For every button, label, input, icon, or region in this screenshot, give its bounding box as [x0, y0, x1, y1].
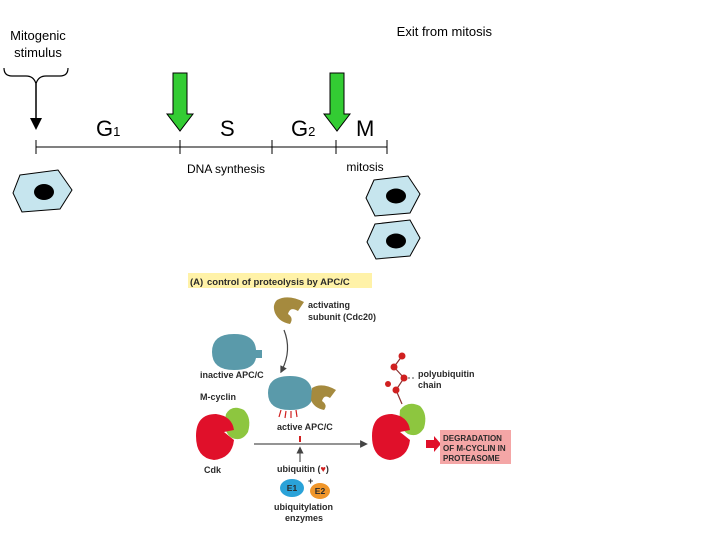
polyubiquitin-label-line1: polyubiquitin: [418, 369, 475, 379]
degradation-line1: DEGRADATION: [443, 434, 502, 443]
stimulus-label-line2: stimulus: [14, 45, 62, 60]
exit-mitosis-label: Exit from mitosis: [397, 24, 493, 39]
cdk-label: Cdk: [204, 465, 222, 475]
panel-title-highlight: [188, 273, 372, 288]
panel-title: control of proteolysis by APC/C: [207, 277, 350, 288]
mcyclin-left: [224, 407, 250, 440]
phase-g1: G1: [96, 116, 120, 141]
activation-arrow: [280, 329, 289, 374]
panel-label: (A): [190, 277, 203, 288]
ubiquitylation-label-line1: ubiquitylation: [274, 502, 333, 512]
timeline-axis: [35, 140, 388, 154]
e1-enzyme: [280, 479, 304, 497]
ubiquitylation-label-line2: enzymes: [285, 513, 323, 523]
e2-label: E2: [315, 486, 326, 496]
daughter-cell-top: [365, 175, 421, 217]
daughter-cell-bottom: [366, 219, 421, 260]
e1-label: E1: [287, 483, 298, 493]
e2-enzyme: [310, 483, 330, 499]
phase-s: S: [220, 116, 235, 141]
phase-m: M: [356, 116, 374, 141]
polyubiquitin-chain: [385, 352, 408, 405]
s-phase-green-arrow: [165, 72, 195, 132]
m-phase-green-arrow: [322, 72, 352, 132]
active-site-marks: [278, 409, 298, 419]
active-apc-shape: [268, 376, 318, 410]
degradation-arrow: [426, 436, 441, 452]
inactive-apc-shape: [212, 334, 262, 370]
cdk-right: [372, 414, 410, 460]
mcyclin-label: M-cyclin: [200, 392, 236, 402]
degradation-line3: PROTEASOME: [443, 454, 501, 463]
activating-label-line2: subunit (Cdc20): [308, 312, 376, 322]
mitosis-label: mitosis: [346, 160, 383, 174]
polyubiquitin-label-line2: chain: [418, 380, 442, 390]
active-cdc20-subunit: [311, 385, 336, 410]
cdc20-subunit: [273, 297, 304, 324]
stimulus-label-line1: Mitogenic: [10, 28, 66, 43]
activating-label-line1: activating: [308, 300, 350, 310]
degradation-box: [440, 430, 511, 464]
active-apc-label: active APC/C: [277, 422, 333, 432]
dna-synthesis-label: DNA synthesis: [187, 162, 265, 176]
plus-sign: +: [308, 476, 313, 486]
cdk-left: [196, 414, 234, 460]
ubiquitin-label: ubiquitin (♥): [277, 464, 329, 474]
inactive-apc-label: inactive APC/C: [200, 370, 264, 380]
parent-cell: [12, 169, 73, 213]
degradation-line2: OF M-CYCLIN IN: [443, 444, 506, 453]
stimulus-brace: [3, 67, 69, 85]
phase-g2: G2: [291, 116, 315, 141]
